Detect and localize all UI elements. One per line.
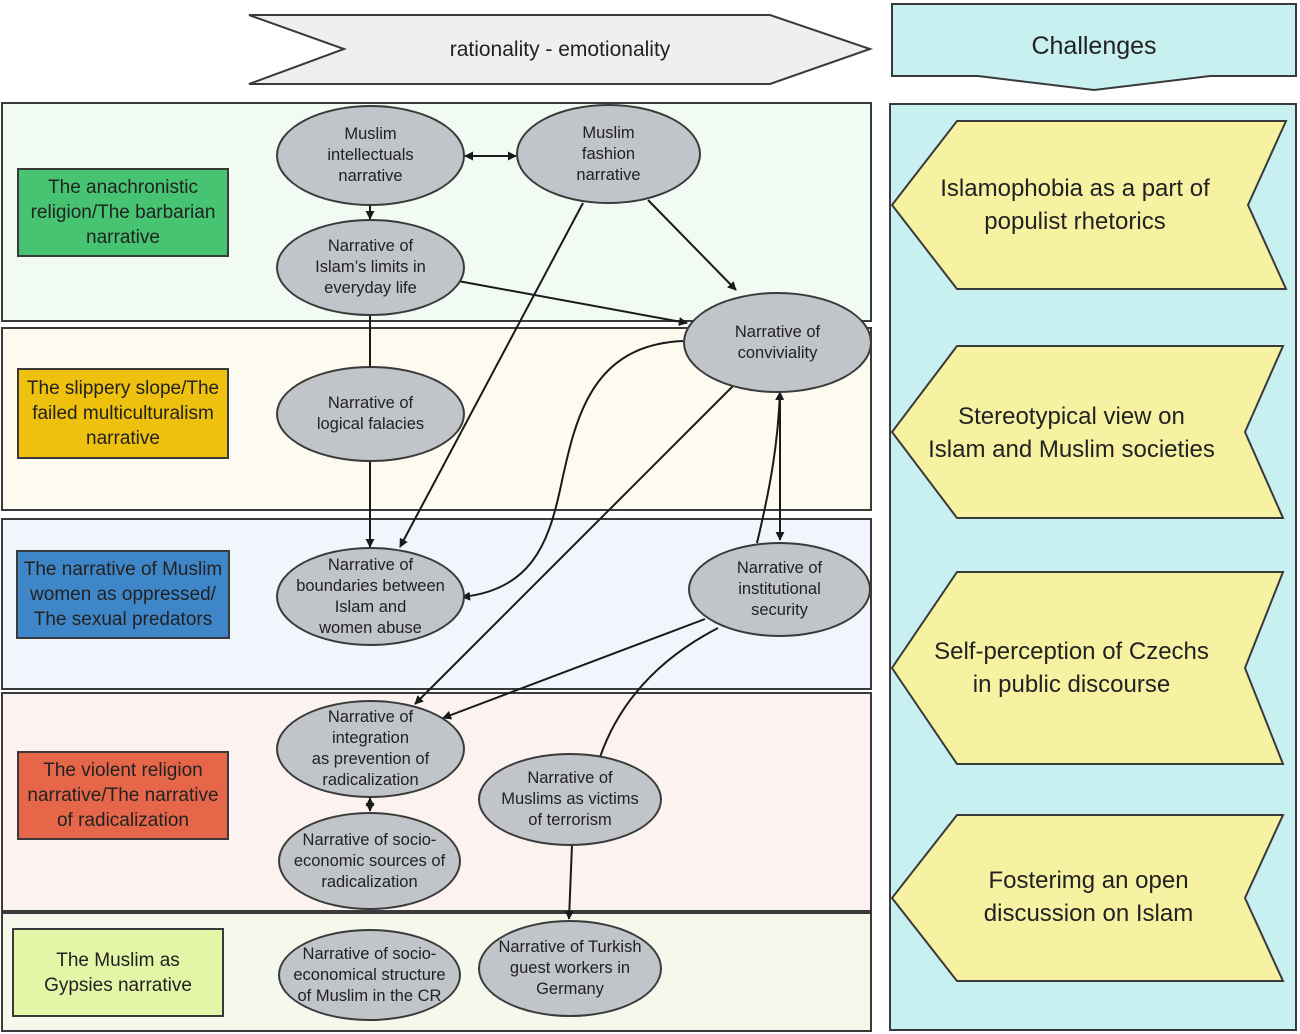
edge-fashion-conviviality — [647, 199, 737, 291]
node-muslim-fashion: Muslim fashion narrative — [516, 104, 701, 204]
node-integration: Narrative of integration as prevention o… — [276, 700, 465, 798]
node-muslim-intellectuals: Muslim intellectuals narrative — [276, 105, 465, 206]
challenge-islamophobia: Islamophobia as a part of populist rheto… — [940, 175, 1210, 235]
band-label-barbarian: The anachronistic religion/The barbarian… — [17, 168, 229, 257]
challenge-callout-shape-2 — [890, 345, 1285, 519]
edge-security-integration — [442, 618, 706, 720]
challenge-stereotypical-view: Stereotypical view on Islam and Muslim s… — [928, 403, 1215, 463]
challenges-header-shape — [891, 3, 1297, 92]
edge-limits-conviviality — [457, 280, 688, 326]
rationality-emotionality-arrow — [248, 14, 874, 85]
node-boundaries: Narrative of boundaries between Islam an… — [276, 547, 465, 646]
edge-security-victims — [599, 627, 719, 758]
challenge-open-discussion: Fosterimg an open discussion on Islam — [983, 867, 1194, 927]
node-turkish-workers: Narrative of Turkish guest workers in Ge… — [478, 920, 662, 1017]
node-victims-terrorism: Narrative of Muslims as victims of terro… — [478, 753, 662, 846]
node-socioeconomic-sources: Narrative of socio- economic sources of … — [278, 812, 461, 910]
challenge-callout-shape-1 — [890, 120, 1288, 290]
band-label-women-oppressed: The narrative of Muslim women as oppress… — [16, 550, 230, 639]
node-institutional-security: Narrative of institutional security — [688, 542, 871, 637]
challenge-callout-shape-3 — [890, 571, 1285, 765]
band-label-radicalization: The violent religion narrative/The narra… — [17, 751, 229, 840]
node-islam-limits: Narrative of Islam’s limits in everyday … — [276, 219, 465, 316]
band-label-gypsies: The Muslim as Gypsies narrative — [12, 928, 224, 1017]
challenge-callout-shape-4 — [890, 814, 1285, 982]
challenge-self-perception: Self-perception of Czechs in public disc… — [934, 638, 1209, 698]
edge-victims-turkish — [564, 844, 574, 920]
axis-label: rationality - emotionality — [449, 38, 671, 61]
edge-conviviality-integration — [414, 383, 736, 705]
edge-security-conviviality — [756, 391, 785, 544]
node-socioeconomical-structure: Narrative of socio- economical structure… — [278, 929, 461, 1021]
edge-fashion-boundaries — [399, 202, 584, 548]
challenges-title: Challenges — [1031, 31, 1157, 60]
node-conviviality: Narrative of conviviality — [683, 292, 872, 393]
node-logical-fallacies: Narrative of logical falacies — [276, 366, 465, 462]
band-label-slippery-slope: The slippery slope/The failed multicultu… — [17, 368, 229, 459]
edge-conviviality-boundaries — [461, 340, 684, 601]
